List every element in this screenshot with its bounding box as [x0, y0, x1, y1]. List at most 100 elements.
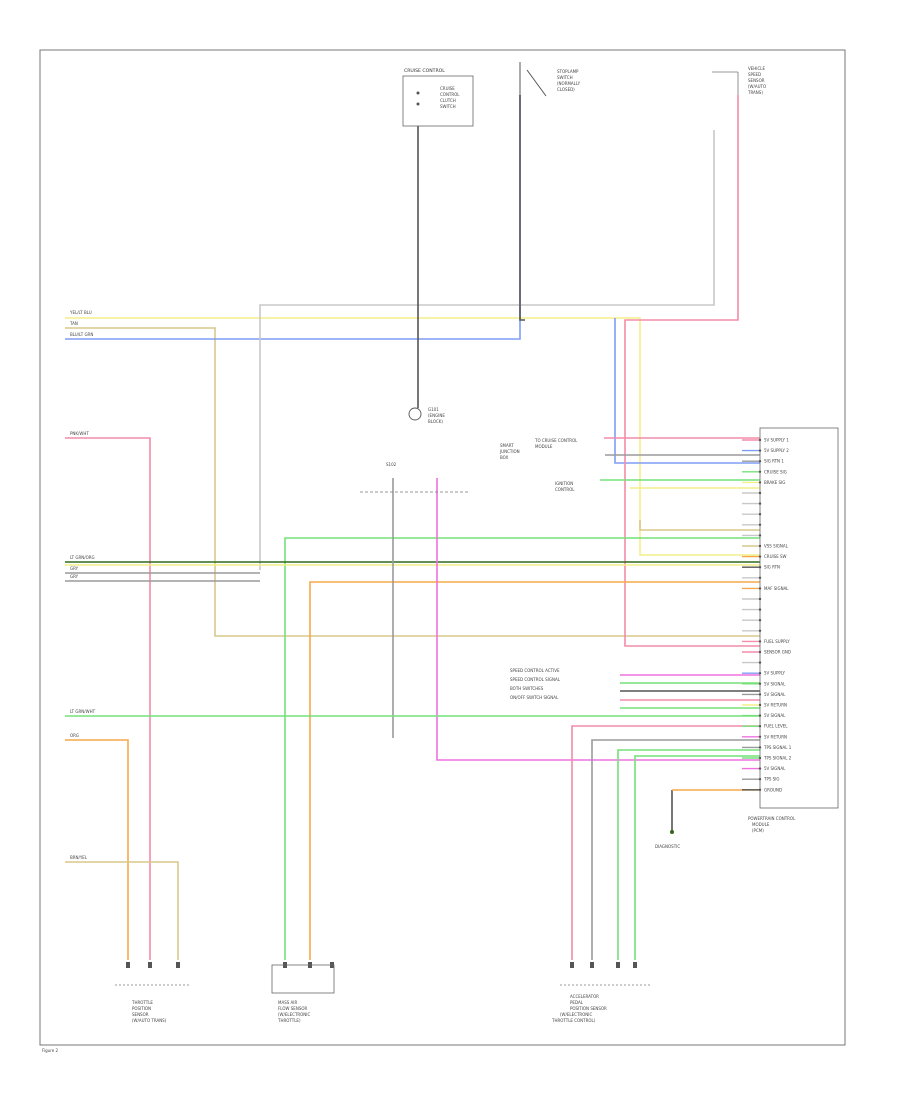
wire-pink-speed — [624, 95, 760, 647]
ground-line-1: G101 — [428, 407, 439, 412]
pcm-pin-icon — [758, 746, 762, 749]
pcm-pin-icon — [758, 460, 762, 463]
left-wire-label: BLU/LT GRN — [70, 332, 93, 337]
wire-tan-left — [65, 861, 179, 960]
connector-pin-icon — [570, 962, 574, 968]
throttle-line-3: SENSOR — [132, 1012, 149, 1017]
left-wire-label: GRY — [70, 574, 79, 579]
pcm-pin-label: 5V SIGNAL — [764, 766, 786, 771]
pcm-pin-icon — [758, 587, 762, 590]
connector-pin-icon — [176, 962, 180, 968]
pcm-side-label: ON/OFF SWITCH SIGNAL — [510, 695, 559, 700]
pcm-pin-label: FUEL LEVEL — [764, 724, 788, 729]
pcm-side-label: SPEED CONTROL ACTIVE — [510, 668, 560, 673]
pcm-module: 5V SUPPLY 1 5V SUPPLY 2 SIG RTN 1 CRUISE SI… — [742, 427, 839, 833]
pcm-pin-icon — [758, 693, 762, 696]
left-wire-label: YEL/LT BLU — [69, 310, 92, 315]
pcm-pin-icon — [758, 756, 762, 760]
wire-gray-accel — [591, 739, 760, 960]
pcm-pin-icon — [758, 629, 762, 632]
left-wire-label: LT GRN/WHT — [70, 709, 96, 714]
accel-line-3: POSITION SENSOR — [570, 1006, 607, 1011]
pcm-pin-label: SIG RTN — [764, 565, 780, 570]
pcm-pin-icon — [758, 767, 762, 770]
connector-pin-icon — [616, 962, 620, 968]
pcm-pin-list: 5V SUPPLY 1 5V SUPPLY 2 SIG RTN 1 CRUISE SI… — [742, 438, 792, 792]
pcm-pin-icon — [758, 714, 762, 717]
wire-green-mid — [284, 537, 760, 960]
pcm-title-1: POWERTRAIN CONTROL — [748, 816, 796, 821]
connector-pin-icon — [126, 962, 130, 968]
smart-junction-label: SMART JUNCTION BOX — [499, 443, 520, 460]
pcm-pin-icon — [758, 608, 762, 611]
pcm-pin-icon — [758, 672, 762, 675]
brake-switch-line-1: STOPLAMP — [557, 69, 579, 74]
pcm-pin-icon — [758, 597, 762, 601]
smart-line-3: BOX — [500, 455, 509, 460]
pcm-pin-icon — [758, 513, 762, 516]
pcm-pin-label: 5V SUPPLY 1 — [764, 438, 789, 443]
pcm-pin-icon — [758, 470, 762, 473]
wire-yellow-top — [65, 317, 760, 556]
accel-line-5: THROTTLE CONTROL) — [551, 1018, 596, 1023]
pcm-left-label: MODULE — [535, 444, 553, 449]
vehicle-speed-sensor: VEHICLE SPEED SENSOR (W/AUTO TRANS) — [712, 66, 766, 95]
pcm-pin-label: 5V SUPPLY — [764, 671, 786, 676]
pcm-pin-label: SENSOR GND — [764, 650, 791, 655]
pcm-left-label: TO CRUISE CONTROL — [534, 438, 578, 443]
pcm-pin-label: MAF SIGNAL — [764, 586, 789, 591]
pcm-pin-label: TPS SIGNAL 1 — [763, 745, 792, 750]
speed-sensor-line-4: (W/AUTO — [748, 84, 766, 89]
diagnostic-connector: DIAGNOSTIC — [655, 830, 680, 849]
pcm-pin-icon — [758, 502, 762, 505]
pcm-pin-icon — [758, 534, 762, 537]
maf-line-4: THROTTLE) — [277, 1018, 301, 1023]
pcm-pin-label: VSS SIGNAL — [764, 544, 789, 549]
ground-line-3: BLOCK) — [428, 419, 443, 424]
left-wire-label: ORG — [70, 733, 79, 738]
maf-line-1: MASS AIR — [278, 1000, 297, 1005]
cruise-switch-line-1: CRUISE — [440, 86, 455, 91]
pcm-pin-icon — [758, 778, 762, 781]
wire-green-accel-1 — [617, 749, 760, 960]
pcm-pin-icon — [758, 544, 762, 548]
page-label: Figure 2 — [42, 1048, 58, 1053]
left-wire-label: BRN/YEL — [70, 855, 88, 860]
splice-label: S102 — [386, 462, 397, 467]
ignition-line-1: IGNITION — [555, 481, 573, 486]
wire-green-accel-2 — [634, 755, 760, 960]
stoplamp-switch: STOPLAMP SWITCH (NORMALLY CLOSED) — [519, 62, 581, 97]
left-wire-label: PNK/WHT — [70, 431, 89, 436]
wire-blue-top — [65, 95, 521, 340]
pcm-pin-label: SIG RTN 1 — [764, 459, 784, 464]
maf-line-3: (W/ELECTRONIC — [278, 1012, 310, 1017]
pcm-pin-icon — [758, 682, 762, 685]
pcm-pin-icon — [758, 481, 762, 484]
pcm-side-label: BOTH SWITCHES — [510, 686, 544, 691]
pcm-pin-icon — [758, 788, 762, 791]
brake-switch-line-3: (NORMALLY — [557, 81, 581, 86]
cruise-switch-title: CRUISE CONTROL — [404, 68, 445, 74]
throttle-line-4: (W/AUTO TRANS) — [132, 1018, 167, 1023]
ground-line-2: (ENGINE — [428, 413, 445, 418]
smart-line-2: JUNCTION — [499, 449, 520, 454]
pcm-pin-label: CRUISE SIG — [764, 469, 787, 474]
pcm-pin-label: 5V SUPPLY 2 — [764, 448, 789, 453]
pcm-pin-label: FUEL SUPPLY — [764, 639, 790, 644]
wire-pink-accel — [571, 725, 760, 960]
wire-pink-left — [65, 437, 151, 960]
mass-air-flow-sensor: MASS AIR FLOW SENSOR (W/ELECTRONIC THROT… — [271, 964, 335, 1023]
pcm-title-2: MODULE — [752, 822, 770, 827]
accel-line-1: ACCELERATOR — [570, 994, 599, 999]
pcm-pin-icon — [758, 449, 762, 452]
pcm-pin-label: 5V SIGNAL — [764, 713, 786, 718]
pcm-pin-icon — [758, 491, 762, 495]
pcm-side-label: SPEED CONTROL SIGNAL — [510, 677, 561, 682]
pcm-pin-icon — [758, 566, 762, 569]
pcm-side-labels: SPEED CONTROL ACTIVE SPEED CONTROL SIGNAL… — [510, 438, 578, 700]
connector-pin-icon — [148, 962, 152, 968]
diagnostic-label: DIAGNOSTIC — [655, 844, 680, 849]
ignition-line-2: CONTROL — [555, 487, 575, 492]
